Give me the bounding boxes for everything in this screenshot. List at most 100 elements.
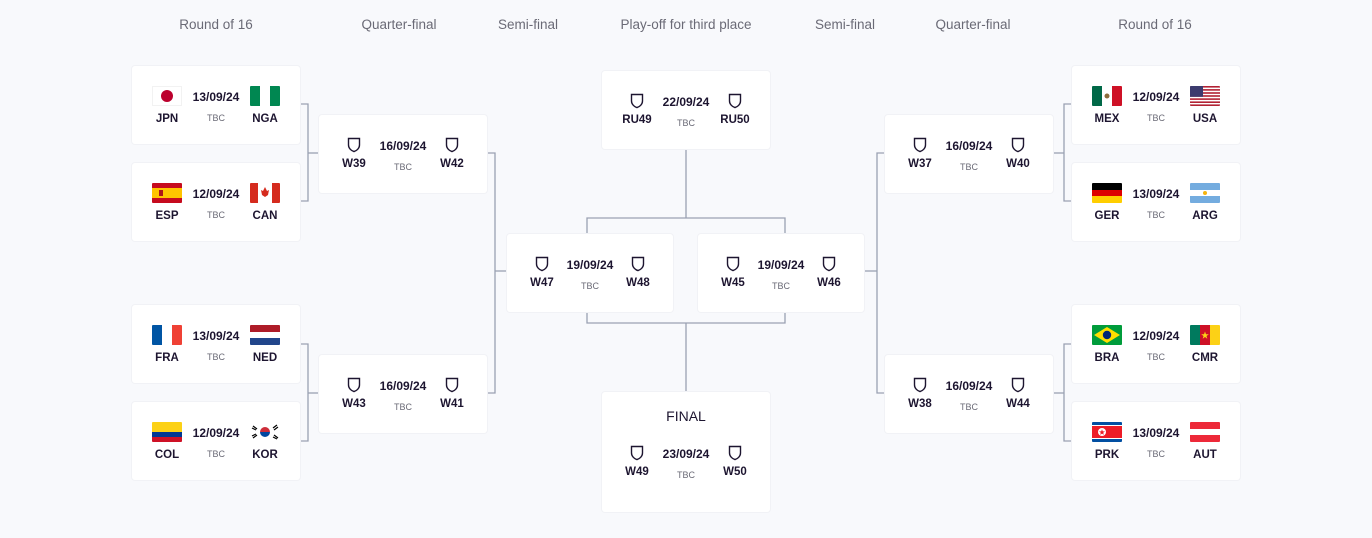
flag-korea-icon — [250, 422, 280, 442]
match-venue: TBC — [1147, 210, 1165, 220]
header-quarter-final-left: Quarter-final — [361, 17, 437, 32]
flag-spain-icon — [152, 183, 182, 203]
team-away: RU50 — [720, 114, 750, 126]
shield-icon — [726, 256, 740, 272]
header-round-of-16-left: Round of 16 — [179, 17, 253, 32]
team-away: NGA — [252, 113, 278, 125]
match-date: 16/09/24 — [379, 379, 427, 393]
team-home: W43 — [342, 398, 366, 410]
team-home: W49 — [625, 466, 649, 478]
match-venue: TBC — [1147, 449, 1165, 459]
team-home: COL — [154, 449, 180, 461]
match-date: 16/09/24 — [945, 379, 993, 393]
team-away: AUT — [1193, 449, 1217, 461]
shield-icon — [347, 137, 361, 153]
shield-icon — [630, 445, 644, 461]
team-away: ARG — [1192, 210, 1218, 222]
team-home: GER — [1094, 210, 1120, 222]
team-away: W44 — [1006, 398, 1030, 410]
match-date: 12/09/24 — [192, 426, 240, 440]
team-away: CAN — [252, 210, 278, 222]
match-venue: TBC — [677, 118, 695, 128]
shield-icon — [1011, 377, 1025, 393]
match-venue: TBC — [394, 402, 412, 412]
team-home: FRA — [155, 352, 179, 364]
shield-icon — [631, 256, 645, 272]
header-round-of-16-right: Round of 16 — [1118, 17, 1192, 32]
match-date: 12/09/24 — [192, 187, 240, 201]
shield-icon — [822, 256, 836, 272]
shield-icon — [630, 93, 644, 109]
shield-icon — [728, 445, 742, 461]
flag-north-korea-icon — [1092, 422, 1122, 442]
team-away: USA — [1192, 113, 1218, 125]
match-venue: TBC — [581, 281, 599, 291]
flag-cameroon-icon — [1190, 325, 1220, 345]
shield-icon — [728, 93, 742, 109]
header-third-place: Play-off for third place — [620, 17, 752, 32]
header-semi-final-right: Semi-final — [814, 17, 876, 32]
match-date: 19/09/24 — [757, 258, 805, 272]
match-venue: TBC — [1147, 352, 1165, 362]
team-home: W38 — [908, 398, 932, 410]
match-date: 13/09/24 — [1132, 426, 1180, 440]
match-venue: TBC — [1147, 113, 1165, 123]
team-home: ESP — [155, 210, 179, 222]
flag-brazil-icon — [1092, 325, 1122, 345]
flag-colombia-icon — [152, 422, 182, 442]
shield-icon — [445, 137, 459, 153]
team-home: BRA — [1094, 352, 1120, 364]
match-date: 13/09/24 — [192, 90, 240, 104]
match-venue: TBC — [207, 210, 225, 220]
header-semi-final-left: Semi-final — [497, 17, 559, 32]
team-away: NED — [252, 352, 278, 364]
flag-japan-icon — [152, 86, 182, 106]
match-date: 16/09/24 — [379, 139, 427, 153]
team-home: RU49 — [622, 114, 652, 126]
team-home: W47 — [530, 277, 554, 289]
match-date: 12/09/24 — [1132, 90, 1180, 104]
match-date: 16/09/24 — [945, 139, 993, 153]
shield-icon — [347, 377, 361, 393]
match-date: 13/09/24 — [192, 329, 240, 343]
match-date: 23/09/24 — [662, 447, 710, 461]
shield-icon — [445, 377, 459, 393]
team-away: W40 — [1006, 158, 1030, 170]
flag-canada-icon — [250, 183, 280, 203]
team-away: KOR — [252, 449, 278, 461]
flag-mexico-icon — [1092, 86, 1122, 106]
match-date: 19/09/24 — [566, 258, 614, 272]
flag-nigeria-icon — [250, 86, 280, 106]
match-venue: TBC — [207, 449, 225, 459]
team-away: W42 — [440, 158, 464, 170]
match-venue: TBC — [960, 162, 978, 172]
flag-austria-icon — [1190, 422, 1220, 442]
match-venue: TBC — [772, 281, 790, 291]
match-venue: TBC — [677, 470, 695, 480]
team-away: W46 — [817, 277, 841, 289]
flag-germany-icon — [1092, 183, 1122, 203]
match-venue: TBC — [394, 162, 412, 172]
shield-icon — [535, 256, 549, 272]
team-away: W48 — [626, 277, 650, 289]
team-home: W39 — [342, 158, 366, 170]
shield-icon — [913, 377, 927, 393]
team-away: W41 — [440, 398, 464, 410]
flag-argentina-icon — [1190, 183, 1220, 203]
